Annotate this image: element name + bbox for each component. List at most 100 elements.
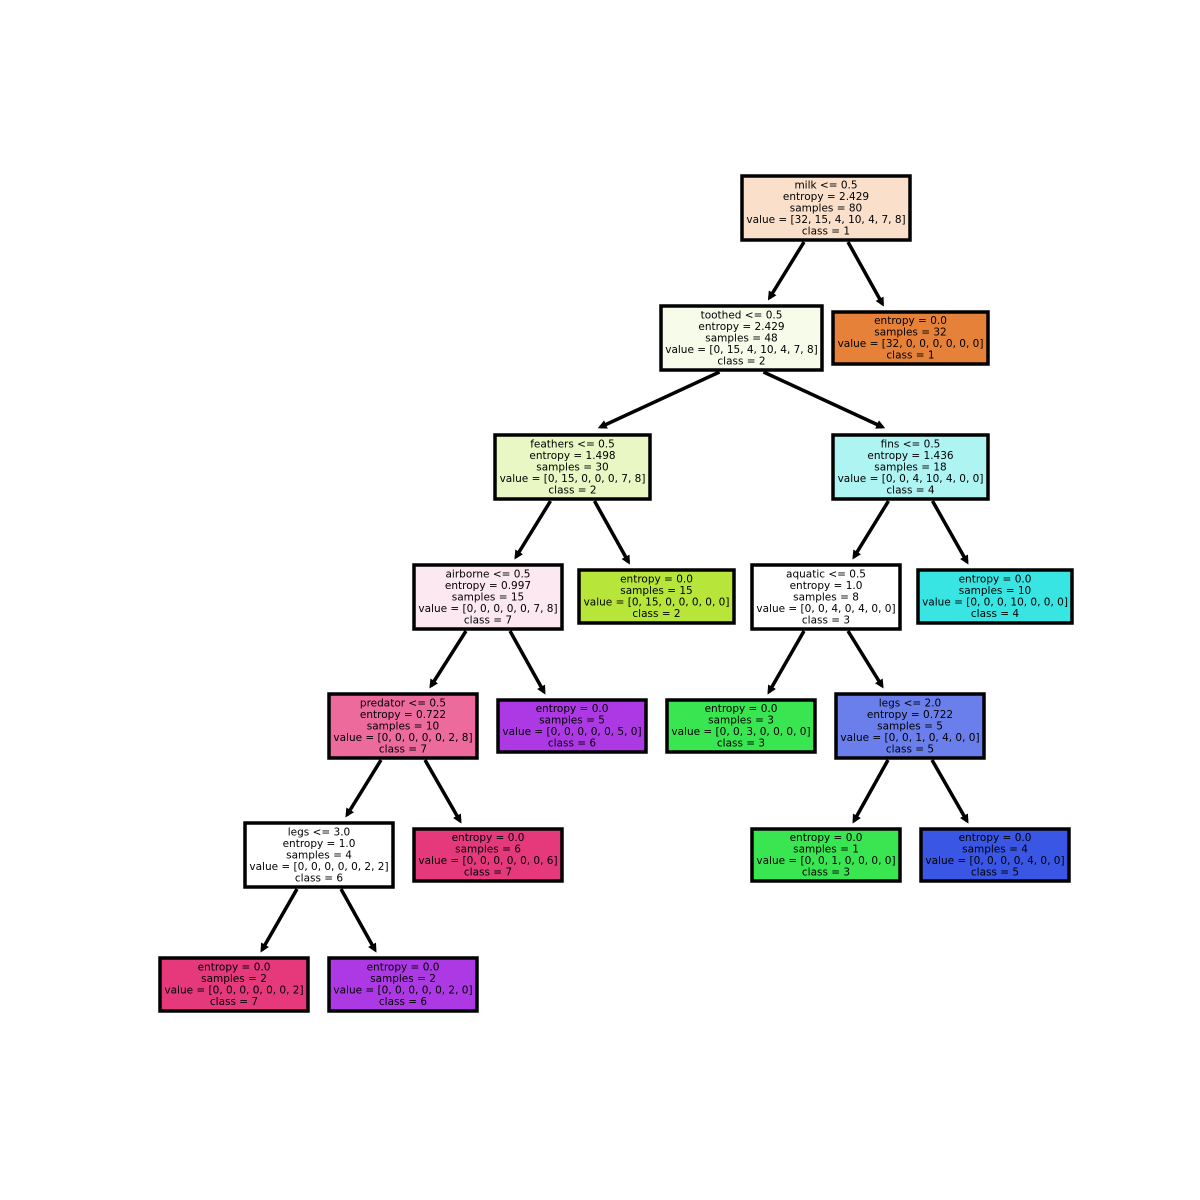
tree-edge-n9-n14 bbox=[423, 759, 462, 822]
tree-edge-arrowhead bbox=[852, 549, 861, 560]
tree-edge-n3-n6 bbox=[592, 500, 631, 563]
node-text-line: class = 5 bbox=[886, 743, 934, 755]
node-text-line: value = [0, 0, 0, 0, 0, 0, 2] bbox=[164, 985, 303, 997]
node-text-line: samples = 3 bbox=[708, 715, 774, 727]
tree-edge-n12-n15 bbox=[852, 759, 890, 822]
node-box bbox=[412, 827, 564, 883]
tree-edge-n4-n8 bbox=[930, 500, 969, 563]
node-box bbox=[243, 821, 395, 889]
tree-edge-n7-n12 bbox=[846, 630, 884, 687]
node-text-line: class = 6 bbox=[295, 872, 344, 884]
node-text-line: samples = 15 bbox=[452, 591, 524, 603]
node-text-line: class = 2 bbox=[548, 484, 596, 496]
node-text-line: entropy = 0.0 bbox=[959, 832, 1032, 844]
node-box bbox=[834, 692, 986, 760]
node-text-line: samples = 32 bbox=[874, 327, 946, 339]
tree-edge-n0-n2 bbox=[846, 241, 885, 305]
tree-edge-arrowhead bbox=[597, 420, 608, 429]
node-text-line: entropy = 0.722 bbox=[360, 709, 446, 721]
node-text-line: samples = 18 bbox=[874, 461, 946, 473]
node-text-line: entropy = 1.436 bbox=[867, 450, 953, 462]
node-text-line: fins <= 0.5 bbox=[881, 438, 941, 450]
node-box bbox=[327, 956, 479, 1013]
tree-edge-n13-n17 bbox=[260, 888, 299, 951]
node-text-line: class = 7 bbox=[464, 867, 512, 879]
node-text-line: value = [0, 0, 0, 0, 0, 2, 0] bbox=[333, 985, 472, 997]
node-text-line: entropy = 0.0 bbox=[874, 315, 947, 327]
node-box bbox=[158, 956, 310, 1013]
tree-edge-arrowhead bbox=[875, 296, 884, 307]
node-text-line: class = 6 bbox=[548, 738, 597, 750]
node-text-line: class = 7 bbox=[210, 996, 258, 1008]
node-text-line: class = 3 bbox=[802, 614, 850, 626]
node-text-line: entropy = 2.429 bbox=[783, 191, 869, 203]
node-text-line: class = 1 bbox=[886, 350, 934, 362]
node-text-line: samples = 1 bbox=[793, 844, 859, 856]
node-box bbox=[916, 568, 1074, 625]
tree-edge-arrowhead bbox=[960, 813, 969, 824]
node-text-line: class = 4 bbox=[971, 608, 1020, 620]
node-text-line: value = [0, 0, 4, 0, 4, 0, 0] bbox=[756, 603, 895, 615]
node-text-line: value = [0, 0, 0, 0, 4, 0, 0] bbox=[925, 855, 1064, 867]
node-text-line: value = [0, 15, 4, 10, 4, 7, 8] bbox=[665, 344, 818, 356]
tree-edge-arrowhead bbox=[368, 942, 377, 953]
node-box bbox=[919, 827, 1071, 883]
node-text-line: value = [32, 15, 4, 10, 4, 7, 8] bbox=[746, 214, 905, 226]
node-text-line: value = [0, 0, 4, 10, 4, 0, 0] bbox=[838, 473, 984, 485]
node-text-line: entropy = 2.429 bbox=[698, 321, 784, 333]
node-text-line: entropy = 0.0 bbox=[790, 832, 863, 844]
node-text-line: value = [0, 0, 0, 0, 0, 2, 2] bbox=[249, 861, 388, 873]
node-box bbox=[659, 304, 824, 372]
node-text-line: entropy = 1.0 bbox=[790, 580, 863, 592]
node-text-line: samples = 80 bbox=[790, 202, 862, 214]
node-box bbox=[750, 827, 902, 883]
node-text-line: airborne <= 0.5 bbox=[446, 568, 531, 580]
tree-edge-n12-n16 bbox=[930, 759, 969, 822]
tree-edge-arrowhead bbox=[537, 684, 546, 695]
node-text-line: entropy = 1.0 bbox=[283, 838, 356, 850]
node-box bbox=[831, 310, 990, 366]
node-text-line: entropy = 0.0 bbox=[536, 703, 609, 715]
tree-edge-arrowhead bbox=[875, 678, 884, 689]
node-text-line: class = 1 bbox=[802, 225, 850, 237]
tree-edge-n5-n10 bbox=[508, 630, 546, 693]
tree-edge-arrowhead bbox=[514, 549, 523, 560]
node-text-line: value = [0, 0, 0, 0, 0, 2, 8] bbox=[333, 732, 472, 744]
node-box bbox=[750, 563, 902, 631]
node-text-line: class = 2 bbox=[717, 355, 765, 367]
tree-edge-arrowhead bbox=[453, 813, 462, 824]
node-text-line: class = 7 bbox=[379, 743, 427, 755]
node-text-line: entropy = 0.0 bbox=[367, 962, 440, 974]
node-text-line: value = [0, 0, 0, 0, 0, 7, 8] bbox=[418, 603, 557, 615]
tree-edge-n1-n4 bbox=[762, 370, 884, 429]
node-text-line: samples = 10 bbox=[367, 720, 439, 732]
tree-edge-arrowhead bbox=[260, 942, 269, 953]
tree-edge-arrowhead bbox=[621, 554, 630, 565]
tree-edge-arrowhead bbox=[429, 678, 439, 689]
node-text-line: value = [0, 15, 0, 0, 0, 0, 0] bbox=[584, 597, 730, 609]
node-text-line: milk <= 0.5 bbox=[794, 179, 857, 191]
tree-edge-n0-n1 bbox=[768, 241, 806, 299]
node-text-line: entropy = 0.997 bbox=[445, 580, 531, 592]
node-box bbox=[327, 692, 479, 760]
node-text-line: entropy = 0.722 bbox=[867, 709, 953, 721]
tree-edge-arrowhead bbox=[767, 684, 776, 695]
node-text-line: legs <= 2.0 bbox=[879, 697, 941, 709]
node-box bbox=[577, 568, 736, 625]
tree-edge-n13-n18 bbox=[339, 888, 377, 951]
node-text-line: samples = 4 bbox=[962, 844, 1028, 856]
tree-edge-arrowhead bbox=[345, 807, 354, 818]
